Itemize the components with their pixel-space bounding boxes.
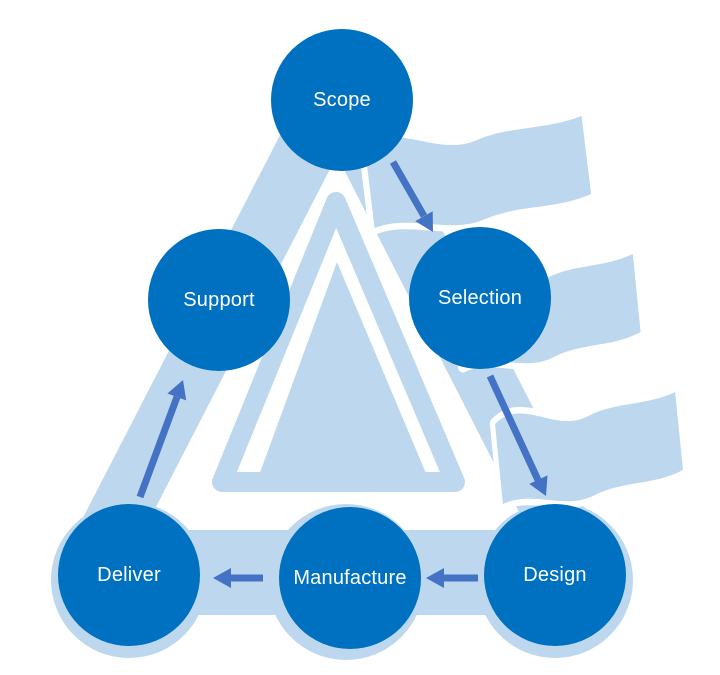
node-deliver-label: Deliver bbox=[97, 563, 161, 586]
node-deliver: Deliver bbox=[58, 504, 200, 646]
node-design-label: Design bbox=[523, 563, 587, 586]
node-support-label: Support bbox=[183, 288, 255, 311]
triangle-middle-band bbox=[212, 192, 465, 492]
node-support: Support bbox=[148, 229, 290, 371]
node-design: Design bbox=[484, 504, 626, 646]
node-manufacture-label: Manufacture bbox=[293, 566, 407, 589]
node-selection-label: Selection bbox=[437, 286, 523, 309]
node-scope-label: Scope bbox=[313, 88, 371, 111]
node-manufacture: Manufacture bbox=[279, 507, 421, 649]
triangle-inner-solid bbox=[258, 262, 428, 478]
node-selection: Selection bbox=[409, 227, 551, 369]
node-scope: Scope bbox=[271, 29, 413, 171]
